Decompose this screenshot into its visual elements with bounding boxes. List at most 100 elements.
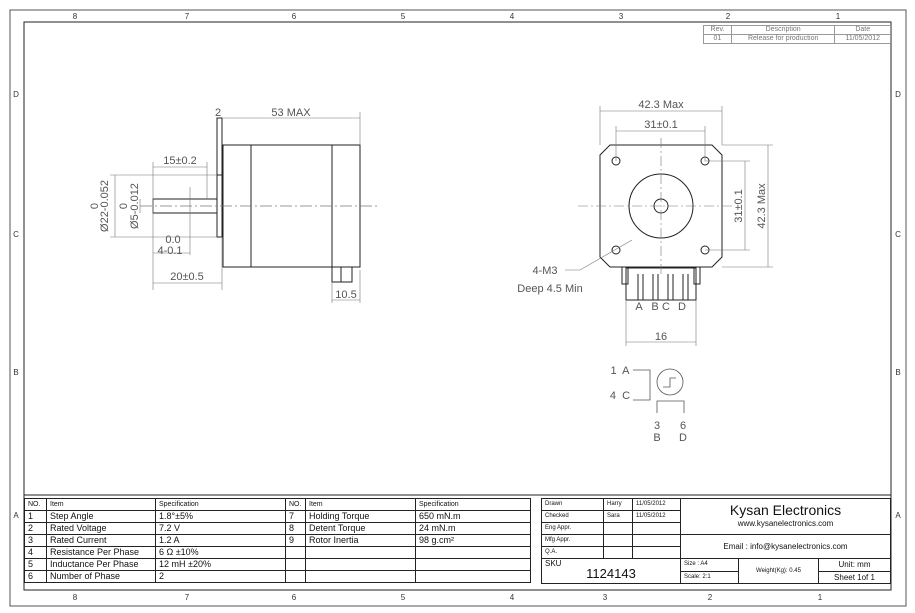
spec-cell: 3 [24, 534, 47, 547]
grid-row-label: D [13, 90, 19, 99]
spec-cell [305, 546, 416, 559]
rev-header: Date [834, 25, 891, 35]
spec-cell [415, 546, 531, 559]
grid-row-label: C [895, 230, 901, 239]
dim-height: 42.3 Max [756, 183, 768, 229]
scale: Scale: 2:1 [680, 570, 739, 584]
grid-col-label: 2 [726, 12, 731, 21]
grid-row-label: A [895, 511, 901, 520]
spec-cell: 5 [24, 558, 47, 571]
sheet-size: Size : A4 [680, 558, 739, 572]
spec-cell: Holding Torque [305, 510, 416, 523]
pin-label: A [635, 301, 643, 313]
grid-col-label: 8 [73, 593, 78, 602]
approval-name [603, 522, 633, 535]
rev-header: Description [730, 25, 836, 35]
side-dimension-lines [110, 112, 361, 303]
spec-cell: 1 [24, 510, 47, 523]
approval-role: Checked [541, 510, 604, 523]
spec-cell: 6 Ω ±10% [155, 546, 286, 559]
approval-date [632, 522, 681, 535]
spec-header: NO. [285, 498, 306, 511]
schematic-label: 3 [654, 420, 660, 432]
dim-shaft-flat: 15±0.2 [163, 155, 197, 167]
grid-col-label: 1 [836, 12, 841, 21]
spec-header: NO. [24, 498, 47, 511]
schematic-label: D [679, 432, 687, 444]
spec-cell: Step Angle [46, 510, 156, 523]
spec-cell: 1.2 A [155, 534, 286, 547]
spec-header: Specification [415, 498, 531, 511]
spec-cell: Detent Torque [305, 522, 416, 535]
spec-cell: 9 [285, 534, 306, 547]
winding-schematic [633, 368, 685, 413]
approval-role: Eng Appr. [541, 522, 604, 535]
spec-header: Item [46, 498, 156, 511]
spec-cell: Rated Current [46, 534, 156, 547]
grid-col-label: 6 [292, 593, 297, 602]
spec-cell: Rotor Inertia [305, 534, 416, 547]
spec-cell [415, 558, 531, 571]
rev-cell: 01 [703, 34, 732, 44]
approval-date [632, 546, 681, 559]
weight: Weight(Kg): 0.45 [738, 558, 819, 584]
holes-label: 4-M3 [532, 265, 557, 277]
spec-header: Specification [155, 498, 286, 511]
grid-col-label: 6 [292, 12, 297, 21]
approval-date: 11/05/2012 [632, 510, 681, 523]
dim-flange: 2 [215, 107, 221, 119]
approval-name [603, 534, 633, 547]
grid-row-label: B [13, 368, 18, 377]
dim-connector: 10.5 [335, 289, 356, 301]
company-name: Kysan Electronics [729, 501, 842, 518]
inner-border [23, 21, 892, 591]
dim-shaft-tol: 0 [118, 203, 130, 209]
grid-col-label: 2 [708, 593, 713, 602]
schematic-label: 6 [680, 420, 686, 432]
company-email[interactable]: Email : info@kysanelectronics.com [680, 534, 891, 559]
dim-pilot-diameter: Ø22-0.052 [99, 180, 111, 232]
spec-cell [305, 570, 416, 583]
grid-col-label: 7 [185, 12, 190, 21]
unit: Unit: mm [818, 558, 891, 572]
approval-role: Drawn [541, 498, 604, 511]
spec-cell [415, 570, 531, 583]
spec-cell: 12 mH ±20% [155, 558, 286, 571]
spec-cell [285, 570, 306, 583]
pin-label: B [651, 301, 658, 313]
approval-role: Q.A. [541, 546, 604, 559]
spec-header: Item [305, 498, 416, 511]
grid-col-label: 3 [619, 12, 624, 21]
spec-cell: Resistance Per Phase [46, 546, 156, 559]
approval-date: 11/05/2012 [632, 498, 681, 511]
dim-shaft-diameter: Ø5-0.012 [129, 183, 141, 229]
spec-cell: Inductance Per Phase [46, 558, 156, 571]
sku-label: SKU [545, 559, 562, 568]
dim-pilot-depth-tol: 0.0 [165, 234, 180, 246]
grid-col-label: 3 [603, 593, 608, 602]
holes-depth: Deep 4.5 Min [517, 283, 582, 295]
spec-cell: Rated Voltage [46, 522, 156, 535]
schematic-label: B [653, 432, 660, 444]
spec-cell: 7.2 V [155, 522, 286, 535]
pin-label: C [662, 301, 670, 313]
grid-col-label: 5 [401, 12, 406, 21]
spec-cell: 650 mN.m [415, 510, 531, 523]
grid-col-label: 4 [510, 12, 515, 21]
approval-name [603, 546, 633, 559]
sku-number: 1124143 [586, 566, 636, 581]
schematic-label: 4 C [610, 390, 630, 402]
company-website[interactable]: www.kysanelectronics.com [737, 518, 834, 528]
pin-label: D [678, 301, 686, 313]
dim-shaft-length: 20±0.5 [170, 271, 204, 283]
spec-cell: 1.8°±5% [155, 510, 286, 523]
outer-border [9, 9, 907, 607]
